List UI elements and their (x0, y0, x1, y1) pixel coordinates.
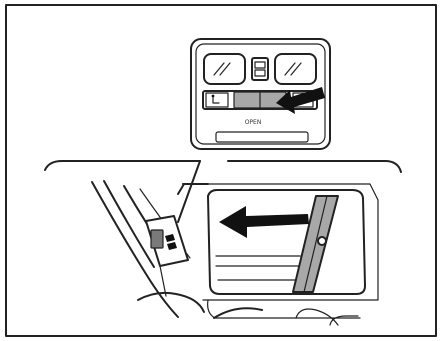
slide-open-arrow-icon (219, 206, 309, 238)
switch-label: OPEN (245, 119, 262, 126)
overhead-console: A OPEN (191, 39, 330, 149)
sunroof-opening (203, 184, 378, 318)
sunshade-panel (293, 196, 338, 292)
vehicle-interior (92, 181, 378, 325)
